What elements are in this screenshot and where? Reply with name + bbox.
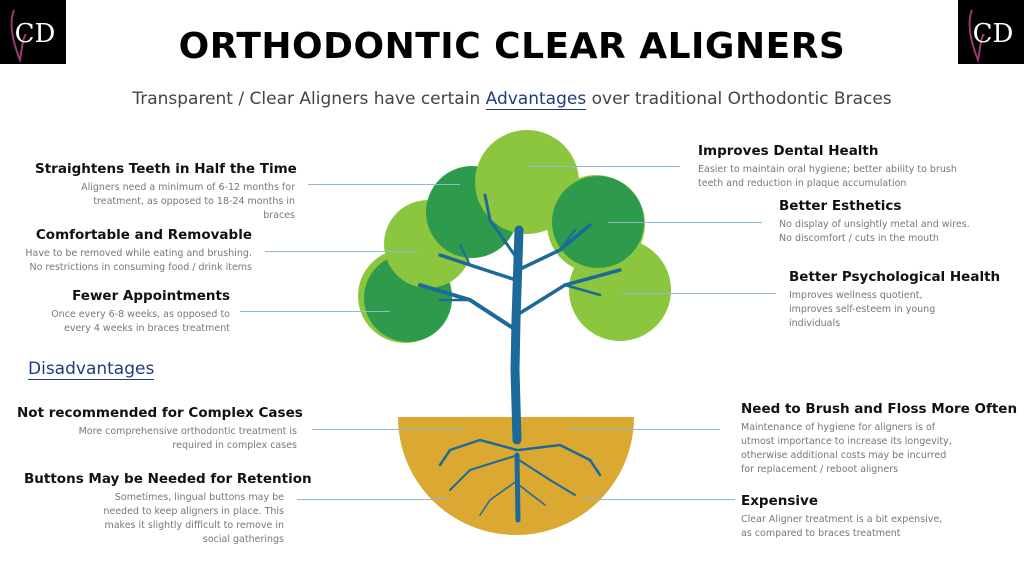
connector-line	[620, 293, 776, 294]
advantage-item: Better Esthetics No display of unsightly…	[779, 198, 979, 246]
item-desc: Aligners need a minimum of 6-12 months f…	[81, 182, 295, 221]
connector-line	[608, 222, 762, 223]
advantage-item: Improves Dental Health Easier to maintai…	[698, 143, 968, 191]
advantage-item: Better Psychological Health Improves wel…	[789, 269, 1001, 331]
advantages-link: Advantages	[485, 89, 587, 110]
connector-line	[583, 499, 735, 500]
item-desc: Once every 6-8 weeks, as opposed to ever…	[51, 309, 230, 334]
item-desc: Improves wellness quotient, improves sel…	[789, 290, 936, 329]
item-title: Fewer Appointments	[72, 288, 230, 304]
connector-line	[265, 251, 418, 252]
disadvantage-item: Not recommended for Complex Cases More c…	[17, 405, 303, 453]
subtitle-text: Transparent / Clear Aligners have certai…	[132, 89, 481, 109]
disadvantage-item: Need to Brush and Floss More Often Maint…	[741, 401, 1018, 477]
tooth-logo-icon: CD	[968, 9, 1014, 64]
item-desc: Maintenance of hygiene for aligners is o…	[741, 422, 952, 475]
advantage-item: Straightens Teeth in Half the Time Align…	[35, 161, 297, 223]
logo-right: CD	[958, 0, 1024, 64]
svg-text:CD: CD	[15, 19, 56, 49]
leaves	[358, 130, 671, 343]
item-title: Need to Brush and Floss More Often	[741, 401, 1018, 417]
disadvantage-item: Expensive Clear Aligner treatment is a b…	[741, 493, 971, 541]
tooth-logo-icon: CD	[10, 9, 56, 64]
item-desc: Clear Aligner treatment is a bit expensi…	[741, 514, 943, 539]
item-title: Comfortable and Removable	[35, 227, 252, 243]
advantage-item: Fewer Appointments Once every 6-8 weeks,…	[30, 288, 230, 336]
connector-line	[528, 166, 680, 167]
logo-left: CD	[0, 0, 66, 64]
subtitle-text: over traditional Orthodontic Braces	[591, 89, 892, 109]
item-desc: More comprehensive orthodontic treatment…	[78, 426, 297, 451]
item-title: Better Esthetics	[779, 198, 902, 214]
item-title: Better Psychological Health	[789, 269, 1001, 285]
disadvantages-heading: Disadvantages	[28, 359, 155, 380]
connector-line	[240, 311, 390, 312]
connector-line	[308, 184, 460, 185]
advantage-item: Comfortable and Removable Have to be rem…	[12, 227, 252, 275]
disadvantage-item: Buttons May be Needed for Retention Some…	[24, 471, 312, 547]
item-title: Straightens Teeth in Half the Time	[35, 161, 297, 177]
item-desc: No display of unsightly metal and wires.…	[779, 219, 970, 244]
item-title: Expensive	[741, 493, 818, 509]
item-title: Improves Dental Health	[698, 143, 879, 159]
item-desc: Easier to maintain oral hygiene; better …	[698, 164, 957, 189]
svg-text:CD: CD	[973, 19, 1014, 49]
connector-line	[312, 429, 465, 430]
item-title: Buttons May be Needed for Retention	[24, 471, 312, 487]
item-title: Not recommended for Complex Cases	[17, 405, 303, 421]
page-title: ORTHODONTIC CLEAR ALIGNERS	[178, 26, 846, 67]
tree-trunk	[418, 193, 622, 523]
item-desc: Have to be removed while eating and brus…	[25, 248, 252, 273]
subtitle: Transparent / Clear Aligners have certai…	[0, 89, 1024, 110]
item-desc: Sometimes, lingual buttons may be needed…	[103, 492, 284, 545]
connector-line	[297, 499, 450, 500]
connector-line	[568, 429, 720, 430]
